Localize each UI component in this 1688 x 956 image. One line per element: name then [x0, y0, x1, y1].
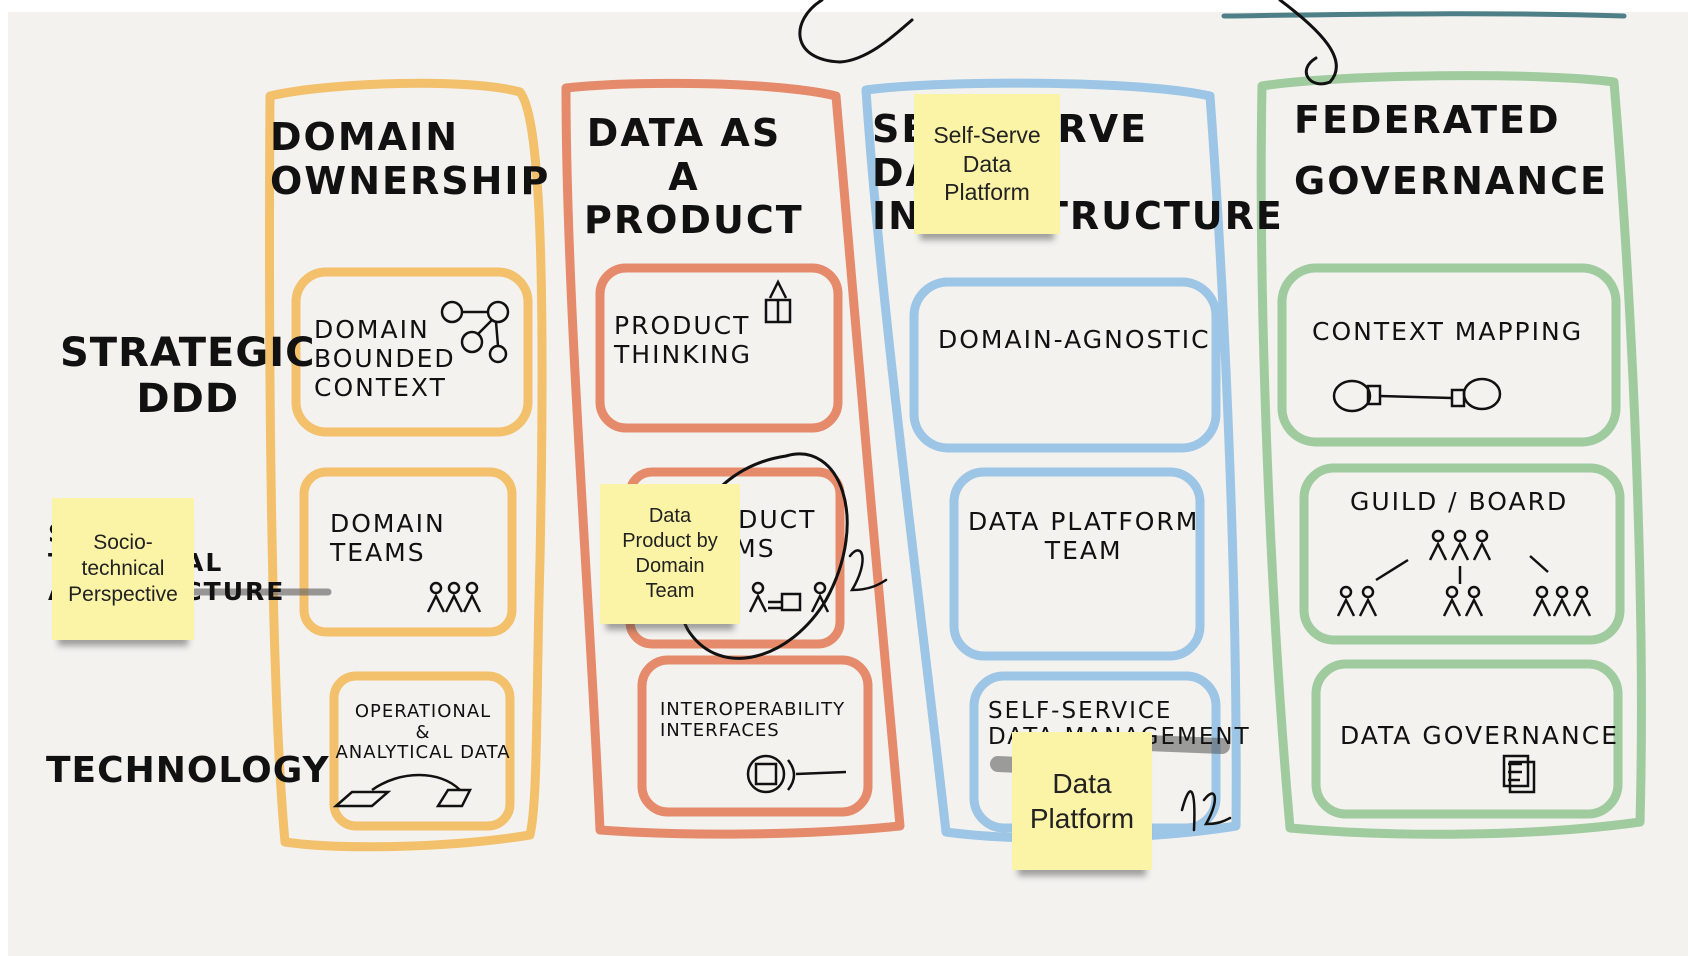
card-guild-board: GUILD / BOARD: [1350, 487, 1569, 516]
column-outline-federated-governance: [1256, 71, 1646, 839]
card-domain-teams: DOMAIN TEAMS: [330, 509, 446, 567]
interface-icon: [746, 754, 847, 794]
card-domain-bounded-context: DOMAIN BOUNDED CONTEXT: [314, 315, 456, 402]
card-data-governance: DATA GOVERNANCE: [1340, 721, 1619, 750]
card-self-service: SELF-SERVICE DATA MANAGEMENT: [988, 698, 1251, 751]
sticky-note-data-product[interactable]: Data Product by Domain Team: [600, 484, 740, 624]
bounded-context-icon: [440, 300, 510, 364]
tick-mark: [848, 549, 888, 592]
card-interoperability-interfaces: INTEROPERABILITY INTERFACES: [660, 699, 846, 741]
card-domain-agnostic: DOMAIN-AGNOSTIC: [938, 325, 1211, 354]
scribble-stroke: [1180, 790, 1232, 832]
column-title-domain-ownership: DOMAIN OWNERSHIP: [270, 115, 551, 203]
column-outline-domain-ownership: [265, 78, 547, 852]
whiteboard-canvas: [8, 12, 1688, 956]
row-label-strategic: STRATEGIC DDD: [60, 330, 316, 422]
document-icon: [1502, 754, 1536, 794]
team-people-icon: [426, 581, 482, 613]
org-chart-icon: [1336, 529, 1592, 617]
sticky-note-self-serve-platform[interactable]: Self-Serve Data Platform: [914, 94, 1060, 234]
card-product-thinking: PRODUCT THINKING: [614, 311, 752, 369]
column-outline-data-as-a-product: [561, 78, 905, 839]
card-operational-analytical-data: OPERATIONAL & ANALYTICAL DATA: [335, 701, 511, 764]
arrow-stroke: [1278, 0, 1338, 86]
sticky-note-data-platform[interactable]: Data Platform: [1012, 732, 1152, 870]
column-title-federated-governance: FEDERATED GOVERNANCE: [1294, 98, 1608, 203]
card-data-platform-team: DATA PLATFORM TEAM: [968, 507, 1200, 565]
row-label-technology: TECHNOLOGY: [46, 750, 330, 791]
sticky-note-socio-technical[interactable]: Socio- technical Perspective: [52, 498, 194, 640]
scribble-stroke: [798, 0, 914, 64]
column-title-data-as-a-product: DATA AS A PRODUCT: [584, 111, 804, 243]
product-team-icon: [748, 581, 830, 613]
gift-icon: [764, 279, 792, 324]
column-outline-self-serve: [861, 78, 1241, 843]
data-flow-icon: [332, 773, 473, 808]
context-map-icon: [1332, 377, 1502, 413]
teal-divider-line: [1221, 11, 1627, 19]
card-context-mapping: CONTEXT MAPPING: [1312, 317, 1584, 346]
